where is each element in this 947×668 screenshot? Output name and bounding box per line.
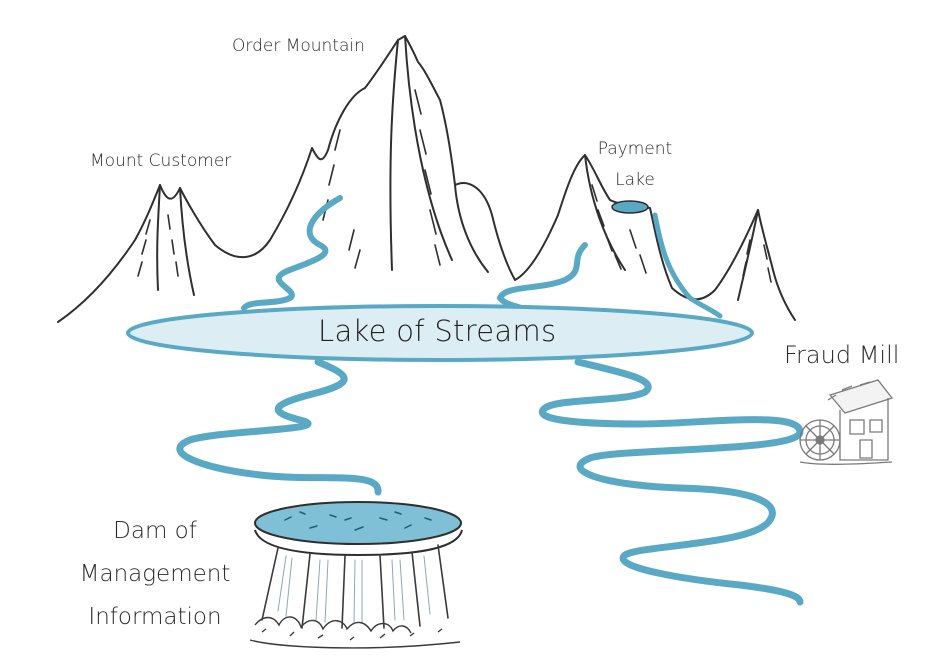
order-mountain-label: Order Mountain: [232, 36, 365, 56]
payment-lake-label-line: Lake: [615, 170, 655, 190]
lake-of-streams: [126, 304, 754, 362]
dam-reservoir: [254, 501, 462, 545]
mount-customer-label: Mount Customer: [90, 151, 232, 171]
payment-lake-label-line: Payment: [597, 139, 673, 159]
lake-of-streams-label: Lake of Streams: [318, 314, 557, 348]
payment-lake-label: Payment Lake: [595, 134, 675, 196]
dam-label: Dam of Management Information: [66, 510, 244, 639]
outflow-streams: [176, 358, 804, 606]
dam: [249, 501, 463, 649]
dam-label-line: Management: [79, 561, 231, 587]
mountain-streams: [241, 195, 723, 319]
dam-label-line: Information: [88, 604, 222, 630]
fraud-mill-label: Fraud Mill: [784, 341, 900, 369]
dam-label-line: Dam of: [113, 518, 197, 544]
fraud-mill: [799, 379, 894, 465]
payment-lake-water: [611, 200, 649, 214]
mountain-range: [57, 35, 796, 323]
